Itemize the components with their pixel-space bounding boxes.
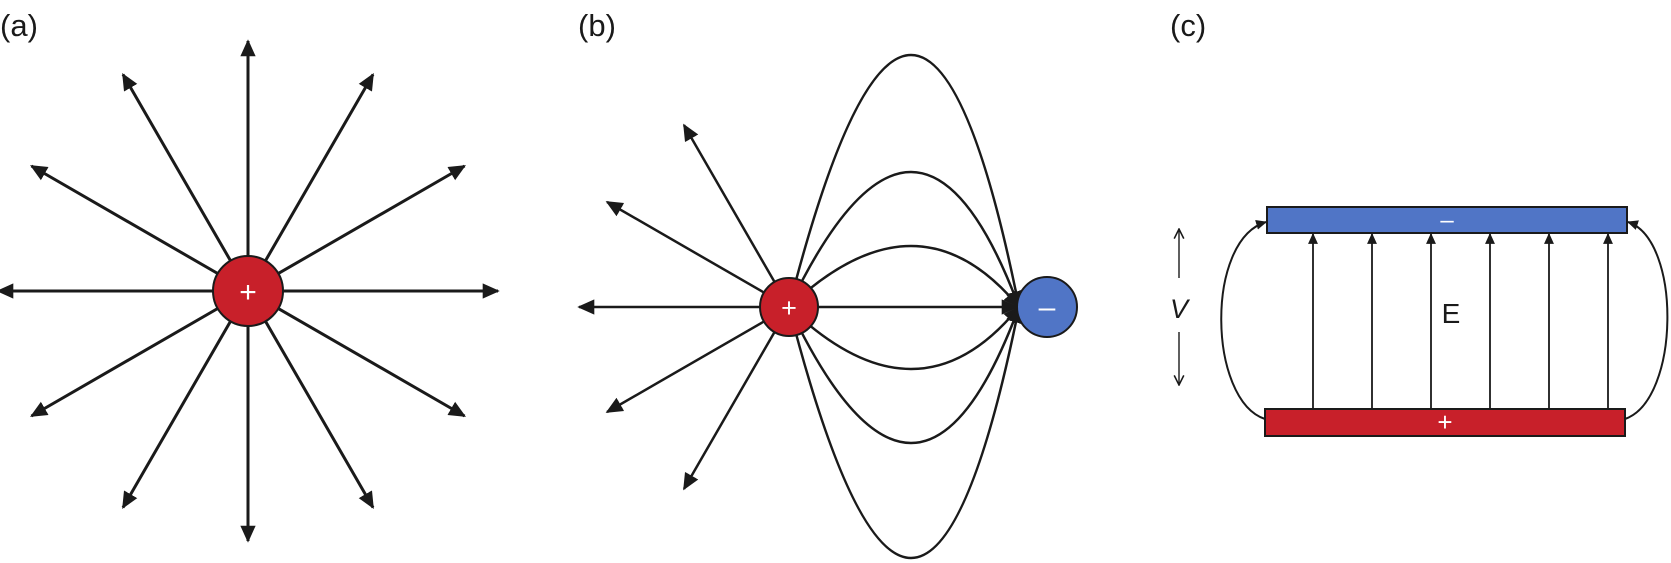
panel-a-radial-field: + [0, 39, 500, 543]
panel-b-field-line [605, 200, 790, 309]
panel-a-field-line [121, 73, 250, 292]
panel-c-positive-plate [1264, 408, 1626, 437]
panel-b-negative-charge [1016, 276, 1078, 338]
panel-b-negative-sign: – [1039, 291, 1056, 324]
panel-b-field-line [787, 53, 1024, 309]
panel-c-voltage-label: V [1170, 294, 1191, 324]
panel-a-field-line [246, 290, 375, 509]
panel-c-fringe-line-right [1624, 220, 1669, 420]
panel-b-field-line [605, 305, 790, 414]
panel-a-field-line [30, 289, 249, 418]
panel-c-negative-plate-sign: – [1440, 207, 1454, 234]
panel-a-field-lines [0, 39, 500, 543]
panel-b-field-line [682, 306, 791, 491]
panel-b-dipole-field: + – [577, 53, 1078, 560]
panel-a-charge-sign: + [239, 276, 257, 309]
panel-a-label: (a) [0, 8, 38, 43]
panel-a-field-line [246, 73, 375, 292]
panel-b-field-line [788, 305, 1021, 371]
panel-a-field-line [247, 289, 466, 418]
panel-b-field-line [787, 170, 1021, 309]
panel-b-label: (b) [578, 8, 616, 43]
panel-c-field-label: E [1442, 298, 1461, 329]
panel-b-field-line [787, 305, 1021, 445]
panel-a-positive-charge [212, 255, 284, 327]
panel-c-fringe-line-left [1220, 220, 1268, 420]
panel-b-positive-sign: + [781, 293, 797, 323]
panel-b-field-line [787, 305, 1024, 560]
panel-c-parallel-plates: – + E V [1170, 206, 1669, 437]
panel-b-field-line [788, 244, 1021, 309]
panel-c-negative-plate [1266, 206, 1628, 234]
panel-c-positive-plate-sign: + [1437, 407, 1452, 437]
panel-c-label: (c) [1170, 8, 1206, 43]
panel-c-field-lines [1220, 220, 1669, 420]
panel-b-positive-charge [759, 277, 819, 337]
panel-a-field-line [30, 164, 249, 293]
panel-a-field-line [247, 164, 466, 293]
panel-b-field-lines [577, 53, 1024, 560]
panel-a-field-line [121, 290, 250, 509]
panel-b-field-line [682, 123, 791, 308]
